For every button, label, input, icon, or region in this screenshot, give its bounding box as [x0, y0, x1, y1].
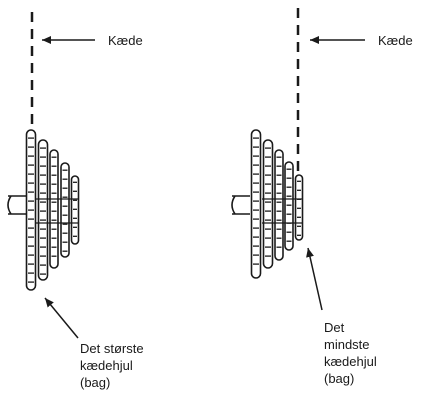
left-sprocket-1	[25, 129, 37, 291]
left-sprocket-label-line-2: kædehjul	[80, 358, 133, 373]
right-sprocket-2-outline	[262, 139, 274, 269]
left-sprocket-label-line-1: Det største	[80, 341, 144, 356]
right-sprocket-3-outline	[274, 149, 284, 261]
right-chain-label: Kæde	[378, 33, 413, 48]
right-figure	[231, 8, 365, 311]
right-cassette	[231, 129, 304, 279]
left-sprocket-3	[49, 149, 59, 269]
right-sprocket-1-outline	[250, 129, 262, 279]
left-chain-label: Kæde	[108, 33, 143, 48]
left-sprocket-arrow	[44, 297, 79, 339]
left-sprocket-2-outline	[37, 139, 49, 281]
right-sprocket-arrow	[306, 247, 323, 311]
right-sprocket-2	[262, 139, 274, 269]
right-sprocket-label-line-3: kædehjul	[324, 354, 377, 369]
right-sprocket-1	[250, 129, 262, 279]
left-sprocket-5	[70, 175, 80, 245]
left-cassette	[7, 129, 80, 291]
right-sprocket-4-outline	[284, 161, 294, 251]
right-sprocket-3	[274, 149, 284, 261]
left-sprocket-label-line-3: (bag)	[80, 375, 111, 390]
right-sprocket-5	[294, 174, 304, 241]
right-hub-axle	[231, 195, 250, 215]
left-sprocket-2	[37, 139, 49, 281]
right-sprocket-label-line-1: Det	[324, 320, 345, 335]
left-sprocket-4-outline	[60, 162, 70, 258]
left-hub-axle	[7, 195, 26, 215]
left-sprocket-5-outline	[70, 175, 80, 245]
right-sprocket-label-line-2: mindste	[324, 337, 370, 352]
left-sprocket-3-outline	[49, 149, 59, 269]
left-sprocket-4	[60, 162, 70, 258]
right-sprocket-label-line-4: (bag)	[324, 371, 355, 386]
right-sprocket-4	[284, 161, 294, 251]
left-figure	[7, 12, 95, 339]
right-sprocket-5-outline	[294, 174, 304, 241]
